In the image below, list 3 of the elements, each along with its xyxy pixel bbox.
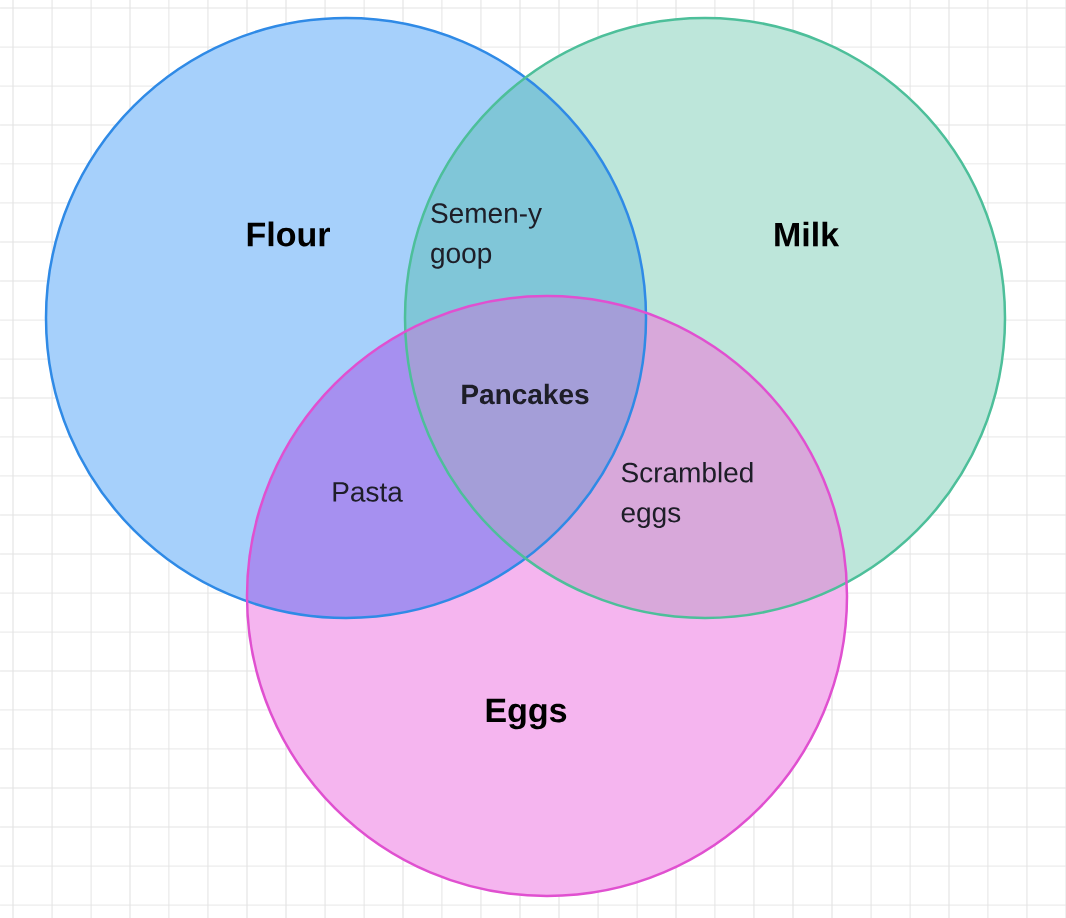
region-label: Pancakes bbox=[462, 383, 589, 405]
region-label: Semen-y goop bbox=[431, 203, 542, 269]
region-label: Pasta bbox=[333, 482, 403, 502]
